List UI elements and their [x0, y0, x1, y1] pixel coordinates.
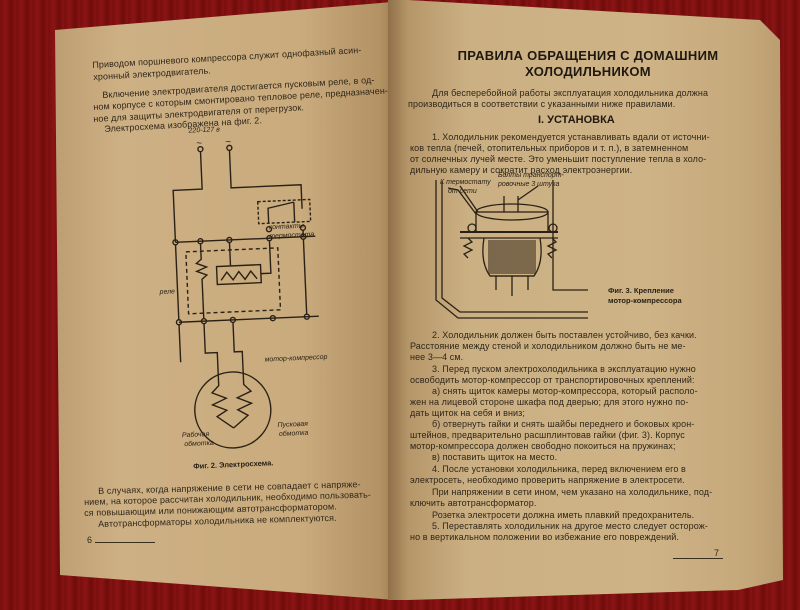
body-line: но в вертикальном положении во избежание…: [410, 532, 680, 542]
body-line: освободить мотор-компрессор от транспорт…: [410, 375, 695, 385]
to-thermostat-label: К термостату: [440, 179, 491, 186]
body-line: а) снять щиток камеры мотор-компрессора,…: [432, 386, 698, 396]
body-line: штейнов, предварительно расшплинтовав га…: [410, 430, 685, 440]
item1-line: дильную камеру и сократит расход электро…: [410, 165, 633, 175]
electrical-diagram: 220-127 в ~ ~ контакты термостата реле м…: [159, 126, 327, 470]
work-winding-label: обмотка: [184, 439, 214, 449]
footer-rule: [95, 542, 155, 543]
tilde-left: ~: [195, 138, 203, 150]
figure-3-caption: Фиг. 3. Крепление: [608, 286, 674, 295]
footer-rule: [673, 558, 723, 559]
body-line: 5. Переставлять холодильник на другое ме…: [432, 521, 708, 531]
body-line: мотор-компрессора должен свободно покоит…: [410, 441, 676, 451]
left-page-number: 6: [87, 535, 93, 545]
start-winding-label: обмотка: [278, 429, 309, 438]
figure-3-caption: мотор-компрессора: [608, 296, 682, 305]
relay-label: реле: [159, 288, 176, 297]
item1-line: ков тепла (печей, отопительных приборов …: [410, 143, 689, 153]
body-line: нее 3—4 см.: [410, 352, 464, 362]
intro-line: производиться в соответствии с указанным…: [408, 99, 676, 109]
transport-bolts-label: ровочные 3 штука: [498, 181, 560, 188]
body-line: жен на лицевой стороне шкафа под дверью;…: [410, 397, 689, 407]
item1-line: 1. Холодильник рекомендуется устанавлива…: [432, 132, 710, 142]
page-title-line-2: ХОЛОДИЛЬНИКОМ: [525, 64, 651, 79]
body-line: При напряжении в сети ином, чем указано …: [432, 487, 713, 497]
body-line: Расстояние между стеной и холодильником …: [410, 341, 686, 351]
intro-line: Для бесперебойной работы эксплуатация хо…: [432, 88, 709, 98]
work-winding-label: Рабочая: [181, 431, 210, 440]
body-line: Розетка электросети должна иметь плавкий…: [432, 510, 695, 520]
item1-line: от солнечных лучей месте. Это уменьшит п…: [410, 154, 707, 164]
body-line: 4. После установки холодильника, перед в…: [432, 464, 686, 474]
body-line: дать щиток на себя и вниз;: [410, 408, 526, 418]
tilde-right: ~: [224, 136, 232, 149]
motor-compressor-drawing: [435, 180, 588, 319]
right-page: ПРАВИЛА ОБРАЩЕНИЯ С ДОМАШНИМ ХОЛОДИЛЬНИК…: [388, 0, 783, 600]
transport-bolts-label: Болты транспорт-: [498, 172, 564, 179]
right-page-number: 7: [714, 548, 720, 558]
body-line: б) отвернуть гайки и снять шайбы передне…: [432, 419, 695, 429]
page-title-line-1: ПРАВИЛА ОБРАЩЕНИЯ С ДОМАШНИМ: [457, 48, 719, 63]
body-line: 2. Холодильник должен быть поставлен уст…: [432, 330, 697, 340]
start-winding-label: Пусковая: [277, 420, 309, 430]
voltage-label: 220-127 в: [188, 126, 221, 135]
body-line: ключить автотрансформатор.: [410, 498, 537, 508]
body-line: электросеть, необходимо проверить напряж…: [410, 475, 685, 485]
left-page: Приводом поршневого компрессора служит о…: [55, 0, 408, 600]
from-network-label: от сети: [448, 188, 477, 195]
body-line: в) поставить щиток на место.: [432, 452, 558, 462]
body-line: 3. Перед пуском электрохолодильника в эк…: [432, 364, 696, 374]
section-title: I. УСТАНОВКА: [538, 114, 615, 126]
circuit-drawing: [172, 144, 319, 449]
